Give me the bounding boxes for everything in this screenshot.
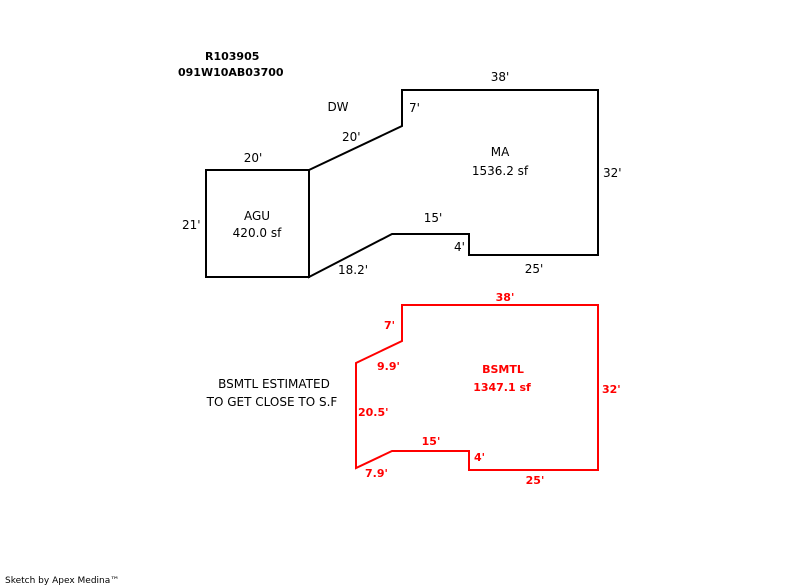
- ma-outline: [308, 89, 599, 279]
- ma-area: 1536.2 sf: [472, 164, 529, 178]
- agu-dim-top: 20': [244, 151, 263, 165]
- bsmtl-area: 1347.1 sf: [473, 381, 531, 394]
- agu-area: 420.0 sf: [233, 226, 282, 240]
- ma-label: MA: [491, 145, 510, 159]
- agu-outline: [205, 169, 310, 278]
- agu-label: AGU: [244, 209, 270, 223]
- bsmtl-dim-step-v: 4': [474, 451, 485, 464]
- ma-dim-diag-up: 20': [342, 130, 361, 144]
- bsmtl-dim-diag-low: 7.9': [365, 467, 388, 480]
- ma-dim-top: 38': [491, 70, 510, 84]
- bsmtl-dim-step-h: 15': [422, 435, 441, 448]
- note-line-1: BSMTL ESTIMATED: [218, 377, 330, 391]
- bsmtl-dim-right: 32': [602, 383, 621, 396]
- ma-dim-right: 32': [603, 166, 622, 180]
- bsmtl-dim-left: 20.5': [358, 406, 389, 419]
- bsmtl-dim-top: 38': [496, 291, 515, 304]
- parcel-id: R103905: [205, 50, 259, 63]
- agu-dim-left: 21': [182, 218, 201, 232]
- bsmtl-label: BSMTL: [482, 363, 524, 376]
- footer-credit: Sketch by Apex Medina™: [5, 576, 119, 586]
- ma-dim-step-v: 4': [454, 240, 465, 254]
- ma-dim-bottom: 25': [525, 262, 544, 276]
- bsmtl-outline: [355, 304, 599, 471]
- dw-label: DW: [327, 100, 348, 114]
- bsmtl-dim-notch: 7': [384, 319, 395, 332]
- ma-dim-step-h: 15': [424, 211, 443, 225]
- ma-dim-notch: 7': [409, 101, 420, 115]
- ma-dim-diag-low: 18.2': [338, 263, 368, 277]
- bsmtl-dim-bottom: 25': [526, 474, 545, 487]
- map-number: 091W10AB03700: [178, 66, 284, 79]
- note-line-2: TO GET CLOSE TO S.F: [206, 395, 338, 409]
- bsmtl-dim-diag-up: 9.9': [377, 360, 400, 373]
